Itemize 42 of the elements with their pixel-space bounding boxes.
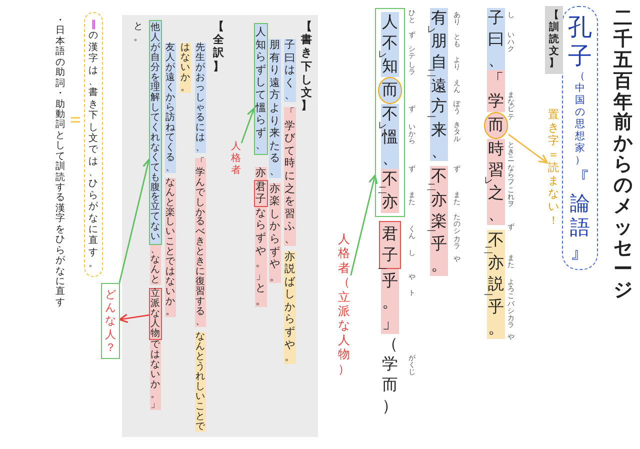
highlight-frame xyxy=(375,8,406,218)
circled-character: 而 xyxy=(378,77,402,104)
translation-text: なんと楽しいことではないか。 xyxy=(165,178,176,318)
kanbun-text: 子曰、 xyxy=(487,8,506,70)
text-panel xyxy=(122,15,318,437)
section-heading: 【全訳】 xyxy=(212,20,225,73)
arrow xyxy=(118,314,150,324)
kakikudashi-text: 「学びて時に之を習ふ、 xyxy=(284,106,296,246)
section-label: 【訓読文】 xyxy=(545,6,562,74)
arrow xyxy=(508,134,548,164)
circled-character: 而 xyxy=(484,112,508,139)
kakikudashi-text: 亦 xyxy=(255,166,268,180)
translation-text: 友人が遠くから訪ねてくる、 xyxy=(165,43,176,173)
translation-text: 「学んでしかるべきときに復習する、 xyxy=(195,158,206,328)
kanbun-text: （学而） xyxy=(381,334,400,417)
highlight-frame: 人知らずして慍らず、 xyxy=(254,23,268,155)
annotation-text: 人格者（立派な人物） xyxy=(337,232,351,376)
highlight-frame: 他人が自分を理解してくれなくても腹を立てない xyxy=(149,20,162,246)
translation-text: と。 xyxy=(133,21,144,44)
arrow xyxy=(118,158,152,284)
kakikudashi-text: ならずや。」と。 xyxy=(255,206,268,308)
translation-text: ではないか。」 xyxy=(150,340,161,410)
question-box: どんな人？ xyxy=(101,283,120,359)
translation-text: なんとうれしいことで xyxy=(195,332,206,432)
translation-text: 先生がおっしゃるには、 xyxy=(195,43,206,153)
kanbun-text: 「学 xyxy=(487,70,506,112)
translation-text: はないか。 xyxy=(180,43,191,93)
kakikudashi-text: 亦楽しからずや。 xyxy=(269,182,282,284)
kakikudashi-text: 子曰はく、 xyxy=(284,39,296,102)
annotation-text: 人格者 xyxy=(230,141,242,177)
kakikudashi-text: 朋有り遠方より来たる、 xyxy=(269,39,282,178)
kakikudashi-text: 亦説ばしからずや。 xyxy=(284,250,296,364)
arrow xyxy=(350,174,378,276)
title: 二千五百年前からのメッセージ xyxy=(612,8,634,300)
annotation-text: 置き字＝読まない！ xyxy=(547,108,560,227)
cloud-callout: ‖ の漢字は、書き下し文では、ひらがなに直す。 xyxy=(84,12,103,277)
keyword-frame: 君子 xyxy=(254,180,268,207)
arrow xyxy=(240,108,256,144)
note-text: ・日本語の助詞・助動詞として訓読する漢字をひらがなに直す xyxy=(55,16,66,308)
section-heading: 【書き下し文】 xyxy=(300,20,313,112)
keyword-frame: 立派な人物 xyxy=(149,288,162,340)
translation-text: 、なんと xyxy=(150,245,161,286)
